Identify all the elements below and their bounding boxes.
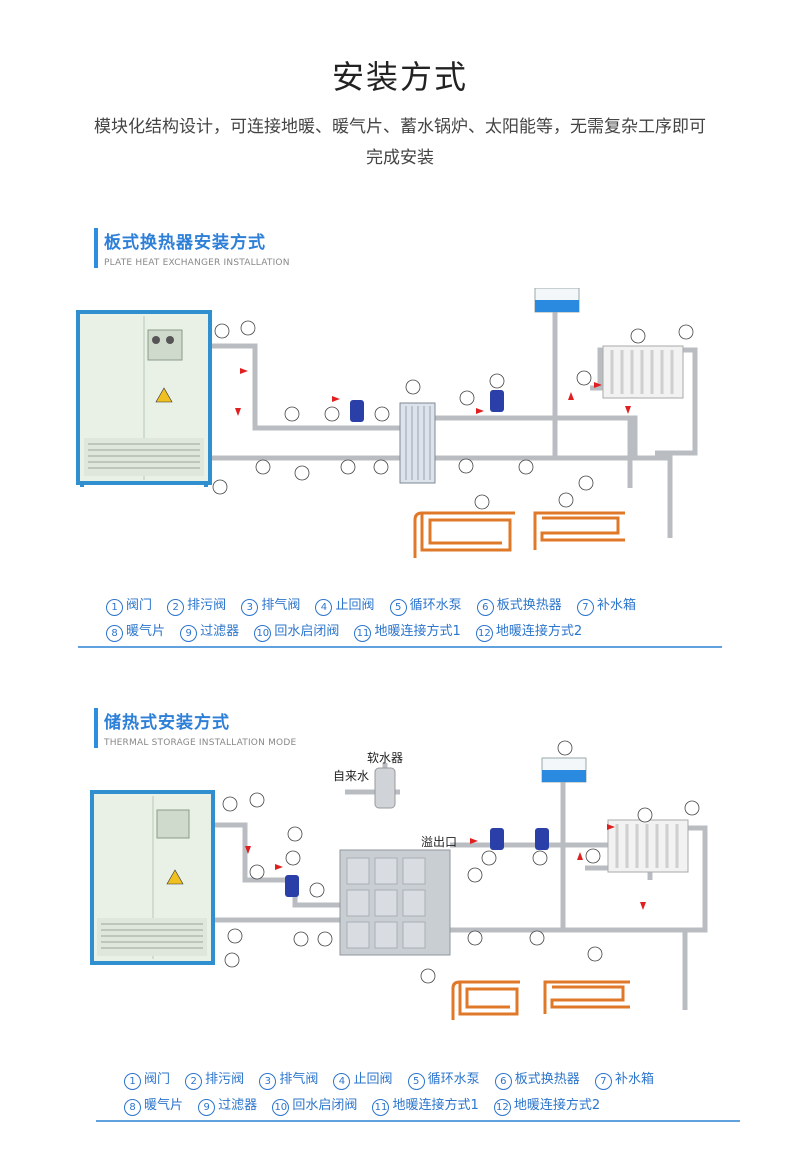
plate-exchanger-diagram (70, 288, 710, 568)
section1-accent-bar (94, 228, 98, 268)
pump-icon (535, 828, 549, 850)
section2-title: 储热式安装方式 (104, 713, 230, 733)
section2-header: 储热式安装方式 THERMAL STORAGE INSTALLATION MOD… (94, 708, 297, 748)
pump-icon (350, 400, 364, 422)
makeup-tank-icon (534, 288, 580, 313)
plate-exchanger-svg (76, 288, 698, 558)
water-softener-icon (374, 767, 396, 809)
pump-icon (490, 390, 504, 412)
section1-subtitle: PLATE HEAT EXCHANGER INSTALLATION (104, 258, 290, 268)
plate-heat-exchanger-icon (399, 402, 436, 484)
section1-title: 板式换热器安装方式 (104, 233, 266, 253)
tap-water-label: 自来水 (333, 769, 369, 783)
makeup-tank-icon (541, 757, 587, 783)
overflow-label: 溢出口 (421, 835, 457, 849)
valve-markers (222, 740, 700, 984)
floor-heating-icon (413, 511, 625, 558)
section1-header: 板式换热器安装方式 PLATE HEAT EXCHANGER INSTALLAT… (94, 228, 290, 268)
flow-arrows (245, 824, 646, 910)
floor-heating-icon (451, 980, 630, 1020)
section2-accent-bar (94, 708, 98, 748)
boiler-cabinet-icon (90, 790, 215, 965)
intro-line-2: 完成安装 (366, 148, 434, 168)
pump-icon (285, 875, 299, 897)
section1-divider (78, 646, 722, 648)
thermal-storage-diagram: 软水器 自来水 溢出口 (85, 740, 725, 1040)
section2-subtitle: THERMAL STORAGE INSTALLATION MODE (104, 738, 297, 748)
flow-arrows (235, 368, 631, 416)
storage-tank-icon (339, 849, 451, 956)
softener-label: 软水器 (367, 751, 403, 765)
radiator-icon (607, 819, 689, 873)
pump-icon (490, 828, 504, 850)
radiator-icon (602, 345, 684, 399)
section2-divider (96, 1120, 740, 1122)
page-intro: 模块化结构设计，可连接地暖、暖气片、蓄水锅炉、太阳能等，无需复杂工序即可 完成安… (40, 112, 760, 174)
thermal-storage-svg: 软水器 自来水 溢出口 (90, 740, 708, 1020)
boiler-cabinet-icon (76, 310, 212, 487)
valve-markers (212, 320, 694, 510)
intro-line-1: 模块化结构设计，可连接地暖、暖气片、蓄水锅炉、太阳能等，无需复杂工序即可 (94, 117, 706, 137)
page-title: 安装方式 (331, 58, 468, 96)
pipe-network (212, 300, 698, 538)
